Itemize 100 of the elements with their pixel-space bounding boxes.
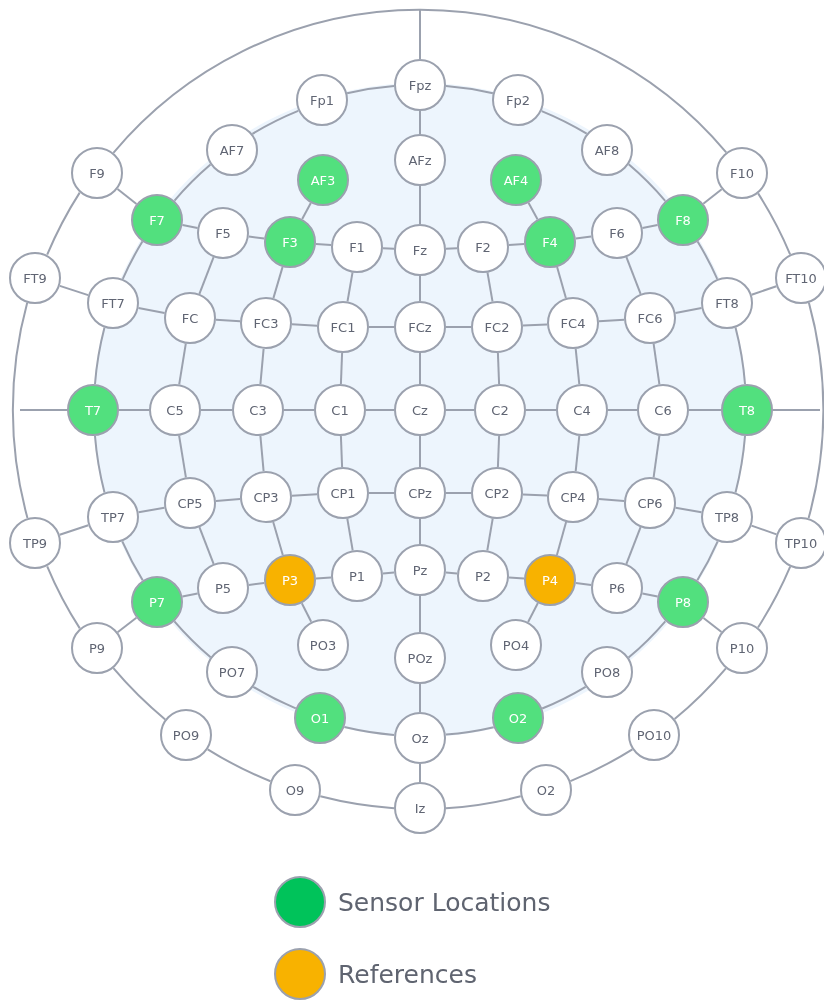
connector-line	[525, 409, 557, 411]
connector-line	[382, 247, 395, 250]
connector-line	[315, 576, 332, 580]
electrode-marker: TP8	[701, 491, 753, 543]
connector-line	[674, 307, 703, 314]
connector-line	[445, 247, 458, 250]
connector-line	[272, 265, 284, 300]
electrode-marker: P9	[71, 622, 123, 674]
connector-line	[12, 301, 29, 520]
connector-line	[444, 571, 459, 575]
connector-line	[283, 409, 315, 411]
connector-line	[674, 506, 703, 514]
connector-line	[486, 517, 494, 552]
electrode-marker-highlighted: O1	[294, 692, 346, 744]
connector-line	[419, 595, 421, 633]
connector-line	[419, 352, 421, 385]
connector-line	[121, 540, 144, 582]
electrode-marker: FT7	[87, 277, 139, 329]
connector-line	[419, 275, 421, 302]
connector-line	[574, 582, 593, 586]
connector-line	[300, 602, 313, 623]
legend-label: References	[338, 959, 477, 989]
connector-line	[319, 795, 395, 810]
connector-line	[772, 409, 821, 411]
connector-line	[522, 323, 548, 327]
connector-line	[757, 565, 792, 629]
connector-line	[445, 326, 472, 328]
connector-line	[116, 188, 138, 205]
electrode-marker: Iz	[394, 782, 446, 834]
connector-line	[419, 518, 421, 545]
connector-line	[181, 224, 199, 229]
connector-line	[137, 307, 166, 314]
connector-line	[251, 109, 300, 135]
connector-line	[702, 188, 723, 205]
connector-line	[58, 524, 90, 536]
connector-line	[496, 352, 501, 385]
connector-line	[641, 224, 659, 229]
connector-line	[445, 409, 475, 411]
electrode-marker: PO9	[160, 709, 212, 761]
connector-line	[178, 342, 187, 386]
connector-line	[574, 235, 593, 240]
connector-line	[118, 409, 150, 411]
connector-line	[507, 242, 526, 247]
connector-line	[247, 235, 266, 240]
connector-line	[574, 347, 581, 386]
electrode-marker: FT8	[701, 277, 753, 329]
electrode-marker: TP7	[87, 491, 139, 543]
connector-line	[368, 492, 395, 494]
connector-line	[574, 434, 581, 473]
electrode-marker: TP10	[775, 517, 824, 569]
connector-line	[112, 8, 728, 154]
connector-line	[625, 256, 642, 295]
electrode-marker: FT10	[775, 252, 824, 304]
connector-line	[652, 342, 661, 386]
electrode-marker-highlighted: T7	[67, 384, 119, 436]
connector-line	[314, 242, 333, 247]
connector-line	[607, 409, 638, 411]
connector-line	[652, 434, 661, 479]
electrode-marker: Fp1	[296, 74, 348, 126]
connector-line	[807, 301, 824, 520]
connector-line	[696, 240, 719, 280]
connector-line	[173, 620, 212, 659]
electrode-marker: Fpz	[394, 59, 446, 111]
connector-line	[527, 602, 539, 623]
connector-line	[214, 498, 242, 502]
connector-line	[46, 565, 81, 630]
legend-label: Sensor Locations	[338, 887, 551, 917]
connector-line	[734, 326, 746, 385]
connector-line	[346, 85, 395, 95]
connector-line	[569, 748, 634, 783]
connector-line	[137, 506, 166, 514]
connector-line	[301, 202, 312, 220]
connector-line	[291, 323, 318, 327]
connector-line	[445, 85, 494, 95]
connector-line	[597, 498, 626, 502]
electrode-marker: P10	[716, 622, 768, 674]
connector-line	[121, 240, 144, 280]
electrode-marker-highlighted: P7	[131, 576, 183, 628]
connector-line	[419, 435, 421, 468]
connector-line	[522, 493, 548, 497]
connector-line	[339, 435, 344, 468]
connector-line	[627, 163, 667, 202]
connector-line	[673, 667, 727, 721]
connector-line	[339, 352, 344, 385]
connector-line	[419, 185, 421, 225]
electrode-marker: O2	[520, 764, 572, 816]
connector-line	[702, 617, 723, 633]
connector-line	[496, 435, 501, 468]
electrode-marker: PO10	[628, 709, 680, 761]
connector-line	[381, 571, 396, 575]
connector-line	[555, 521, 568, 556]
connector-line	[688, 409, 722, 411]
connector-line	[750, 285, 778, 296]
connector-line	[445, 492, 472, 494]
connector-line	[247, 582, 266, 586]
connector-line	[734, 435, 746, 494]
connector-line	[368, 326, 395, 328]
electrode-marker: F9	[71, 147, 123, 199]
connector-line	[272, 521, 284, 556]
electrode-marker: TP9	[9, 517, 61, 569]
